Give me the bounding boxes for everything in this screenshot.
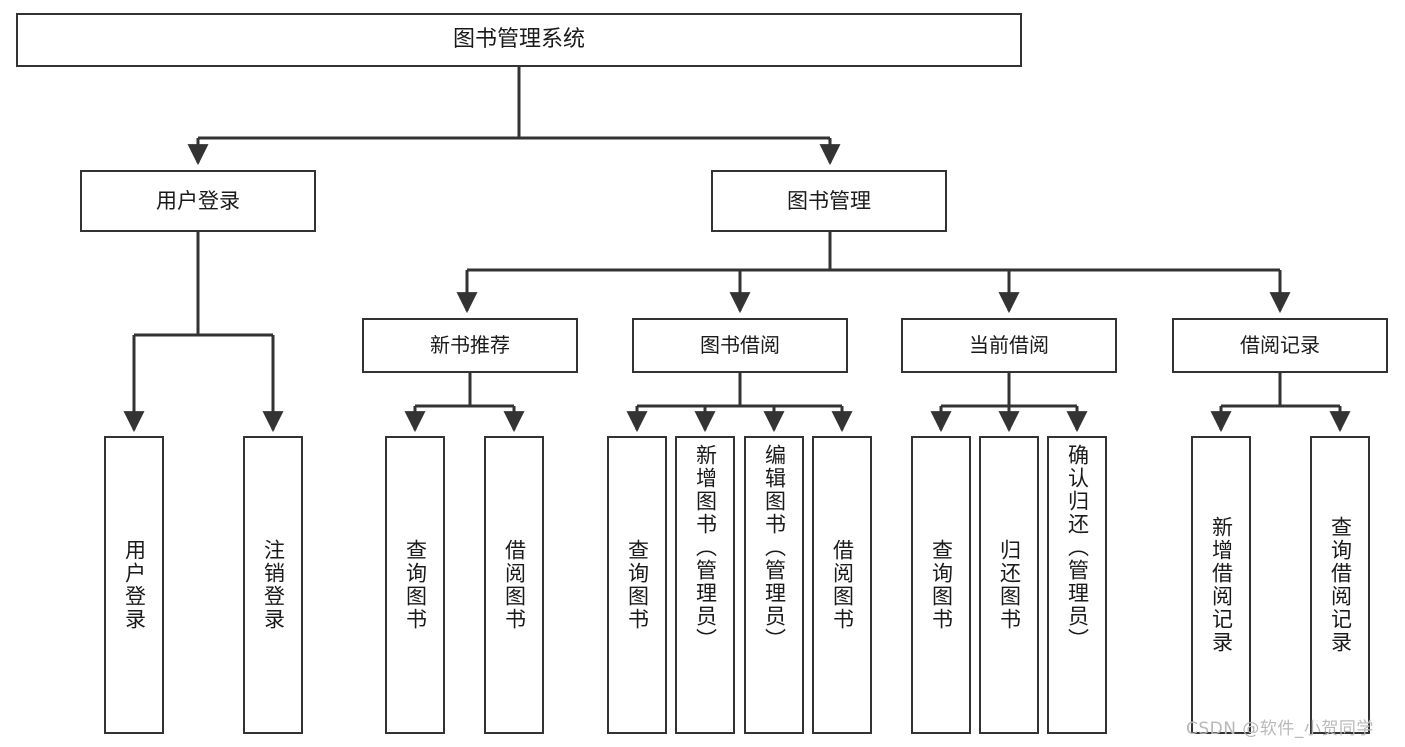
node-label: 借阅记录: [1240, 333, 1320, 357]
node-label: 确认归还（管理员）: [1065, 444, 1090, 651]
node-book-borrow[interactable]: 图书借阅: [632, 318, 848, 373]
node-user-login[interactable]: 用户登录: [80, 170, 316, 232]
node-label: 用户登录: [122, 539, 147, 631]
node-label: 图书管理: [787, 188, 871, 213]
node-label: 图书借阅: [700, 333, 780, 357]
node-label: 当前借阅: [969, 333, 1049, 357]
node-new-book-recommend[interactable]: 新书推荐: [362, 318, 578, 373]
node-label: 归还图书: [997, 539, 1022, 631]
node-label: 查询图书: [929, 539, 954, 631]
leaf-return-book[interactable]: 归还图书: [979, 436, 1039, 734]
node-label: 编辑图书（管理员）: [762, 444, 787, 651]
node-label: 新增图书（管理员）: [693, 444, 718, 651]
node-borrow-record[interactable]: 借阅记录: [1172, 318, 1388, 373]
csdn-watermark: CSDN @软件_小贺同学: [1186, 719, 1374, 739]
node-book-management-system[interactable]: 图书管理系统: [16, 13, 1022, 67]
leaf-borrow-book[interactable]: 借阅图书: [812, 436, 872, 734]
leaf-query-book-recommend[interactable]: 查询图书: [385, 436, 445, 734]
leaf-query-book-borrow[interactable]: 查询图书: [607, 436, 667, 734]
node-book-management[interactable]: 图书管理: [711, 170, 947, 232]
node-label: 注销登录: [261, 539, 286, 631]
node-label: 查询借阅记录: [1328, 516, 1353, 654]
leaf-logout[interactable]: 注销登录: [243, 436, 303, 734]
node-label: 新书推荐: [430, 333, 510, 357]
node-label: 借阅图书: [830, 539, 855, 631]
leaf-confirm-return-admin[interactable]: 确认归还（管理员）: [1047, 436, 1107, 734]
node-label: 新增借阅记录: [1209, 516, 1234, 654]
leaf-query-book-current[interactable]: 查询图书: [911, 436, 971, 734]
node-label: 查询图书: [625, 539, 650, 631]
node-label: 图书管理系统: [452, 27, 585, 53]
leaf-edit-book-admin[interactable]: 编辑图书（管理员）: [744, 436, 804, 734]
node-label: 用户登录: [156, 188, 240, 213]
leaf-query-borrow-record[interactable]: 查询借阅记录: [1310, 436, 1370, 734]
node-current-borrow[interactable]: 当前借阅: [901, 318, 1117, 373]
leaf-borrow-book-recommend[interactable]: 借阅图书: [484, 436, 544, 734]
leaf-user-login[interactable]: 用户登录: [104, 436, 164, 734]
node-label: 借阅图书: [502, 539, 527, 631]
leaf-add-book-admin[interactable]: 新增图书（管理员）: [675, 436, 735, 734]
leaf-add-borrow-record[interactable]: 新增借阅记录: [1191, 436, 1251, 734]
node-label: 查询图书: [403, 539, 428, 631]
